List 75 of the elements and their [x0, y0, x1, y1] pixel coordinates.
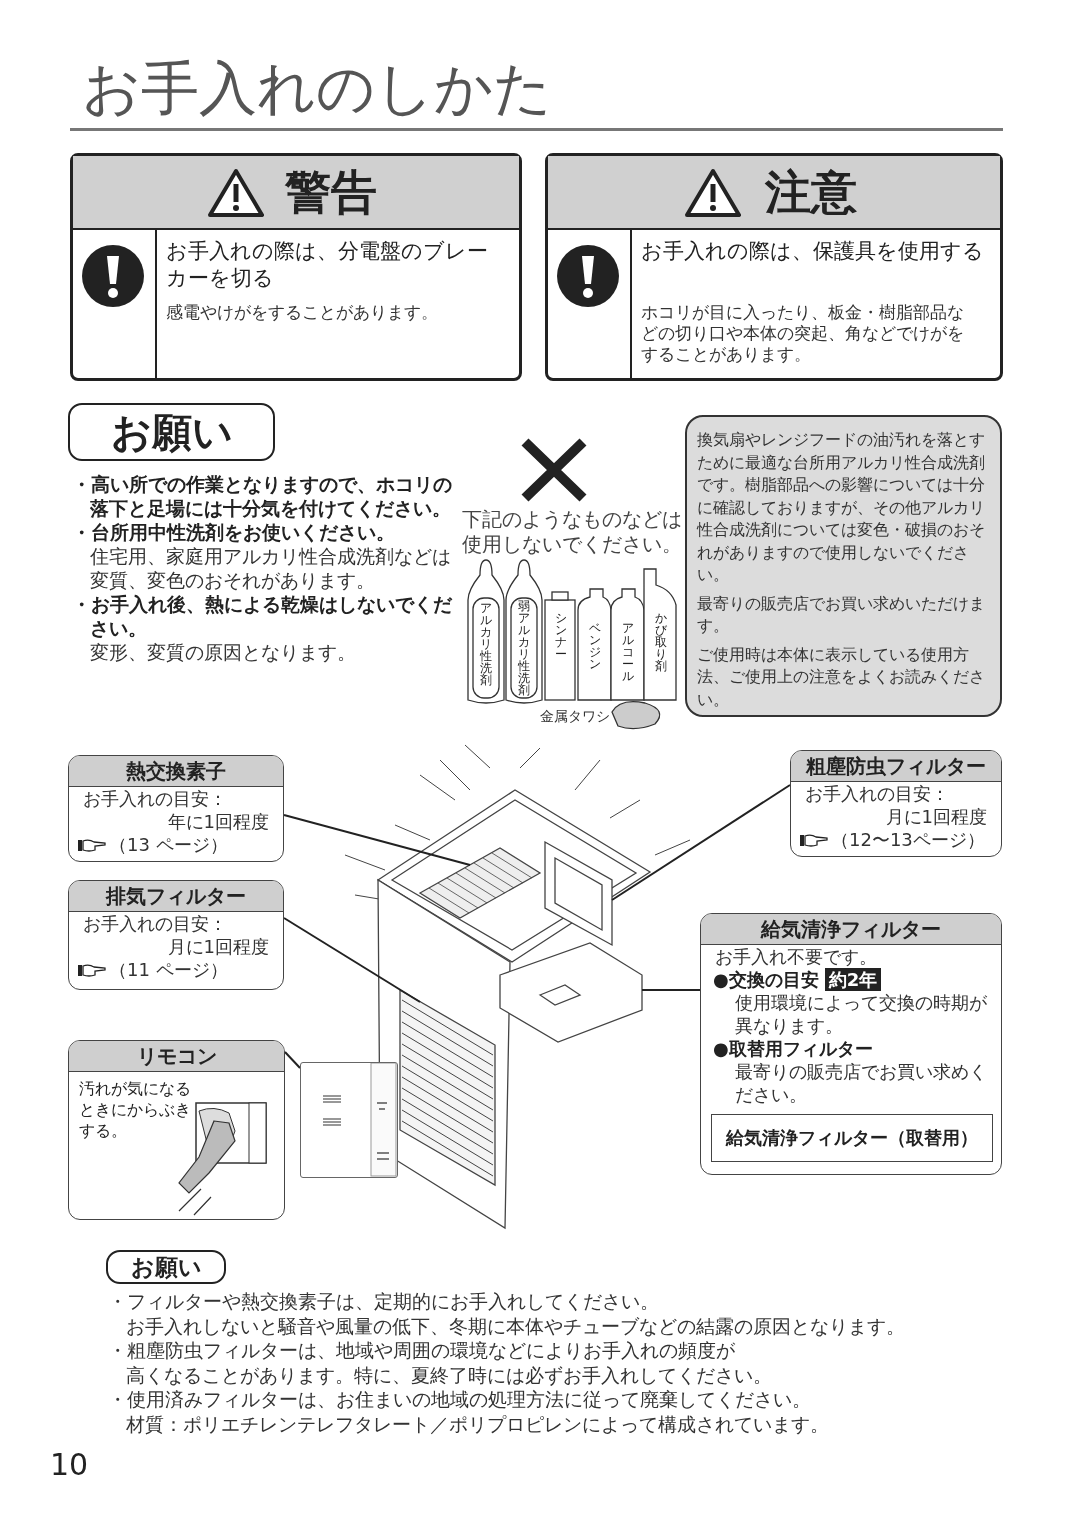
drawing-caption: 金属タワシ [540, 708, 610, 726]
filter-frame-drawing [544, 840, 613, 947]
heat-exchanger-drawing [418, 847, 542, 919]
page-reference: （13 ページ） [109, 833, 228, 856]
callout-box [68, 880, 284, 990]
page-reference: （11 ページ） [109, 958, 228, 981]
cleaning-interval-label: お手入れの目安： [804, 782, 950, 805]
note-text: ・フィルターや熱交換素子は、定期的にお手入れしてください。 [108, 1290, 660, 1314]
cleaning-instruction: 汚れが気になるときにからぶきする。 [78, 1078, 192, 1141]
replacement-filter-label: ●取替用フィルター [712, 1037, 874, 1060]
request-heading: お願い [130, 1252, 202, 1282]
callout-title: 熱交換素子 [69, 756, 283, 787]
note-text: 住宅用、家庭用アルカリ性合成洗剤などは変質、変色のおそれがあります。 [89, 544, 452, 592]
bottle-label: アルカリ性洗剤 [479, 602, 492, 686]
warning-detail: 感電やけがをすることがあります。 [166, 302, 439, 323]
callout-box [68, 1040, 285, 1220]
warning-detail: ホコリが目に入ったり、板金・樹脂部品などの切り口や本体の突起、角などでけがをすることがあります。 [641, 302, 965, 365]
purchase-note: 最寄りの販売店でお買い求めください。 [734, 1060, 988, 1106]
leader-line [283, 917, 421, 1003]
replacement-interval-value: 約2年 [824, 968, 882, 991]
leader-line [284, 1051, 301, 1069]
replacement-note: 使用環境によって交換の時期が異なります。 [734, 991, 988, 1037]
note-text: お手入れしないと騒音や風量の低下、冬期に本体やチューブなどの結露の原因となります。 [125, 1314, 906, 1339]
bottle-label: 弱アルカリ性洗剤 [517, 600, 530, 696]
info-text: 最寄りの販売店でお買い求めいただけます。 [697, 593, 986, 637]
note-text: ・使用済みフィルターは、お住まいの地域の処理方法に従って廃棄してください。 [108, 1388, 812, 1412]
callout-title: リモコン [69, 1041, 284, 1072]
warning-heading: 警告 [285, 164, 377, 221]
bottle-label: かび取り剤 [654, 612, 667, 672]
leader-line [641, 989, 701, 991]
note-text: ・お手入れ後、熱による乾燥はしないでください。 [72, 592, 453, 640]
info-text: ご使用時は本体に表示している使用方法、ご使用上の注意をよくお読みください。 [697, 644, 986, 711]
maintenance-note: お手入れ不要です。 [714, 945, 878, 968]
callout-title: 粗塵防虫フィルター [791, 751, 1001, 782]
note-text: ・粗塵防虫フィルターは、地域や周囲の環境などによりお手入れの頻度が [108, 1339, 736, 1363]
cleaning-interval: 月に1回程度 [166, 935, 270, 958]
callout-box [68, 755, 284, 862]
cleaning-interval: 月に1回程度 [884, 805, 988, 828]
callout-box [700, 913, 1002, 1175]
note-text: 高くなることがあります。特に、夏終了時には必ずお手入れしてください。 [125, 1363, 773, 1388]
request-badge [68, 403, 275, 461]
page-title: お手入れのしかた [82, 53, 552, 124]
bottle-label: アルコール [621, 622, 634, 682]
request-badge [106, 1250, 226, 1284]
note-text: ・台所用中性洗剤をお使いください。 [72, 520, 396, 544]
callout-title: 給気清浄フィルター [701, 914, 1001, 945]
note-text: 材質：ポリエチレンテレフタレート／ポリプロピレンによって構成されています。 [125, 1412, 830, 1437]
replacement-filter-name: 給気清浄フィルター（取替用） [726, 1126, 978, 1150]
bottle-label: ベンジン [588, 622, 601, 670]
cleaning-interval-label: お手入れの目安： [82, 912, 228, 935]
tray-drawing [499, 942, 643, 1043]
warning-heading: 注意 [765, 164, 857, 221]
leader-line [283, 814, 471, 866]
warning-box [545, 153, 1003, 381]
warning-box [70, 153, 522, 381]
bottle-label: シンナー [554, 612, 567, 660]
drawing-caption: 下記のようなものなどは使用しないでください。 [462, 507, 683, 557]
page-reference: （12〜13ページ） [831, 828, 985, 851]
cleaning-interval-label: お手入れの目安： [82, 787, 228, 810]
remote-controller-picture [300, 1062, 398, 1178]
cleaning-interval: 年に1回程度 [166, 810, 270, 833]
grille-drawing [399, 988, 496, 1187]
callout-title: 排気フィルター [69, 881, 283, 912]
leader-line [611, 784, 791, 901]
warning-instruction: お手入れの際は、分電盤のブレーカーを切る [166, 238, 489, 292]
info-text: 換気扇やレンジフードの油汚れを落とすために最適な台所用アルカリ性合成洗剤です。樹脂部品への影響については十分に確認しておりますが、その他アルカリ性合成洗剤については変色・破損のおそれがありますので使用しないでください。 [697, 430, 986, 586]
request-heading: お願い [110, 407, 233, 457]
callout-box [790, 750, 1002, 857]
info-panel [685, 415, 1002, 717]
note-text: 変形、変質の原因となります。 [89, 640, 357, 664]
page-number: 10 [50, 1447, 89, 1482]
replacement-interval-label: ●交換の目安 [713, 968, 819, 991]
warning-instruction: お手入れの際は、保護具を使用する [641, 238, 985, 265]
replacement-filter-box [711, 1114, 993, 1162]
note-text: ・高い所での作業となりますので、ホコリの落下と足場には十分気を付けてください。 [72, 472, 453, 520]
